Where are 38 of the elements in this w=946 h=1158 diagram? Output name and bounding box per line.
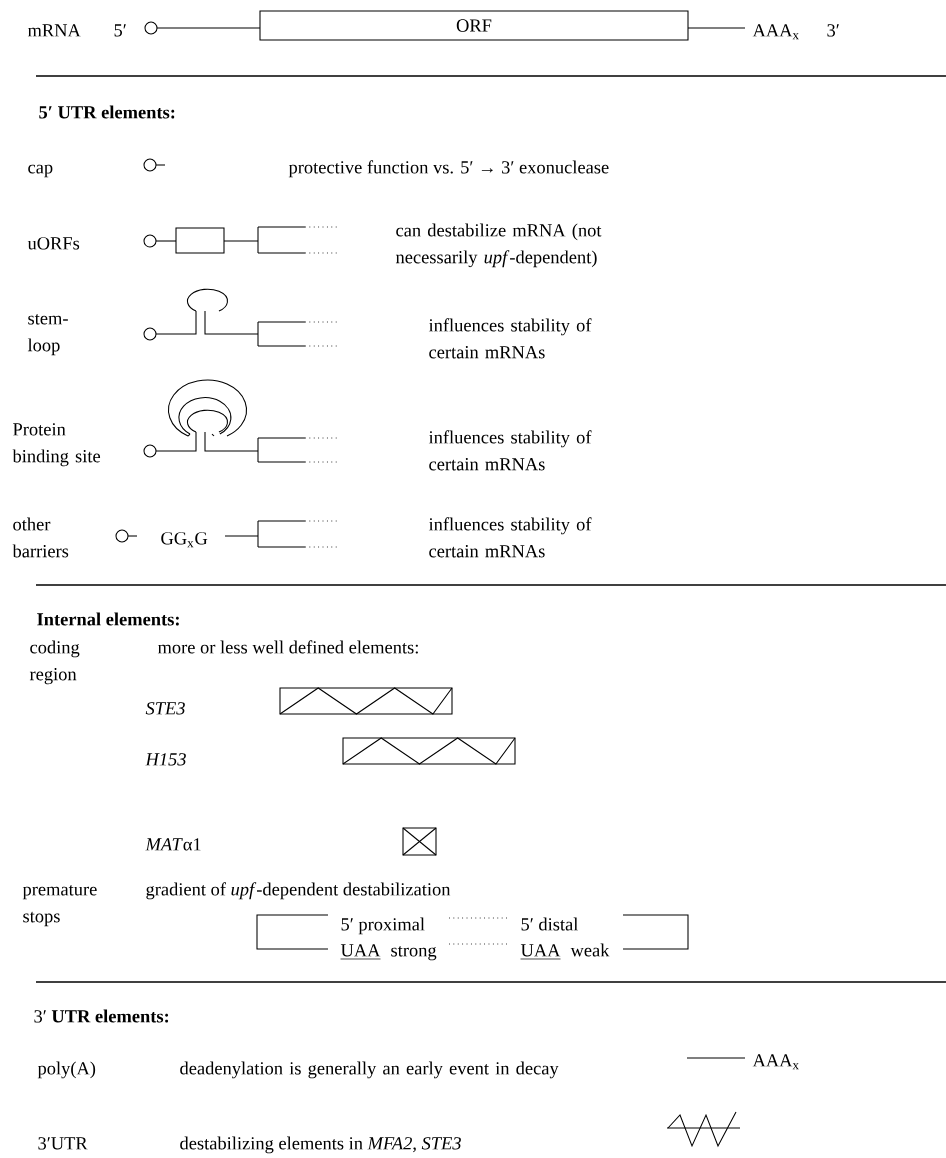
element-name: 3′UTR <box>38 1137 88 1150</box>
description: influences stability of certain mRNAs <box>428 430 592 471</box>
codon-label: UAA <box>340 944 381 960</box>
position-label: 5′ distal <box>521 917 578 931</box>
element-name: premature stops <box>22 884 97 927</box>
tail-label: AAA$_{x}$ <box>752 1054 799 1070</box>
description: influences stability of certain mRNAs <box>428 318 592 359</box>
end-label: 5′ <box>114 24 126 37</box>
description: more or less well defined elements: <box>157 640 418 654</box>
gene-name: STE3 <box>145 702 185 715</box>
section-heading: 3′ UTR elements: <box>34 1009 169 1023</box>
orf-box: ORF <box>259 10 689 41</box>
strength-label: weak <box>570 943 610 957</box>
position-label: 5′ proximal <box>341 917 425 935</box>
description: gradient of upf-dependent destabilization <box>146 882 451 900</box>
element-name: other barriers <box>12 517 69 558</box>
label: mRNA <box>27 24 81 37</box>
gene-name: H153 <box>145 753 186 766</box>
tail-label: AAA$_{x}$ <box>752 24 799 40</box>
element-name: cap <box>28 164 53 178</box>
gene-name: MAT <box>145 838 183 851</box>
description: can destabilize mRNA (not necessarily upf-dependent) <box>395 223 602 268</box>
sequence-label: GG$_{x}$G <box>161 532 208 548</box>
end-label: 3′ <box>827 24 839 37</box>
element-name: Protein binding site <box>12 423 101 467</box>
description: destabilizing elements in MFA2, STE3 <box>180 1136 461 1154</box>
strength-label: strong <box>391 945 437 961</box>
element-name: coding region <box>29 640 80 685</box>
description: protective function vs. 5′ → 3′ exonuclease <box>288 160 609 178</box>
section-heading: 5′ UTR elements: <box>39 105 175 119</box>
element-name: uORFs <box>27 237 80 250</box>
element-name: poly(A) <box>37 1061 96 1079</box>
section-heading: Internal elements: <box>37 612 179 626</box>
allele-label: α1 <box>183 838 201 851</box>
description: influences stability of certain mRNAs <box>428 517 592 558</box>
codon-label: UAA <box>520 944 561 960</box>
element-name: stem-loop <box>27 313 68 356</box>
description: deadenylation is generally an early event in decay <box>180 1061 559 1079</box>
